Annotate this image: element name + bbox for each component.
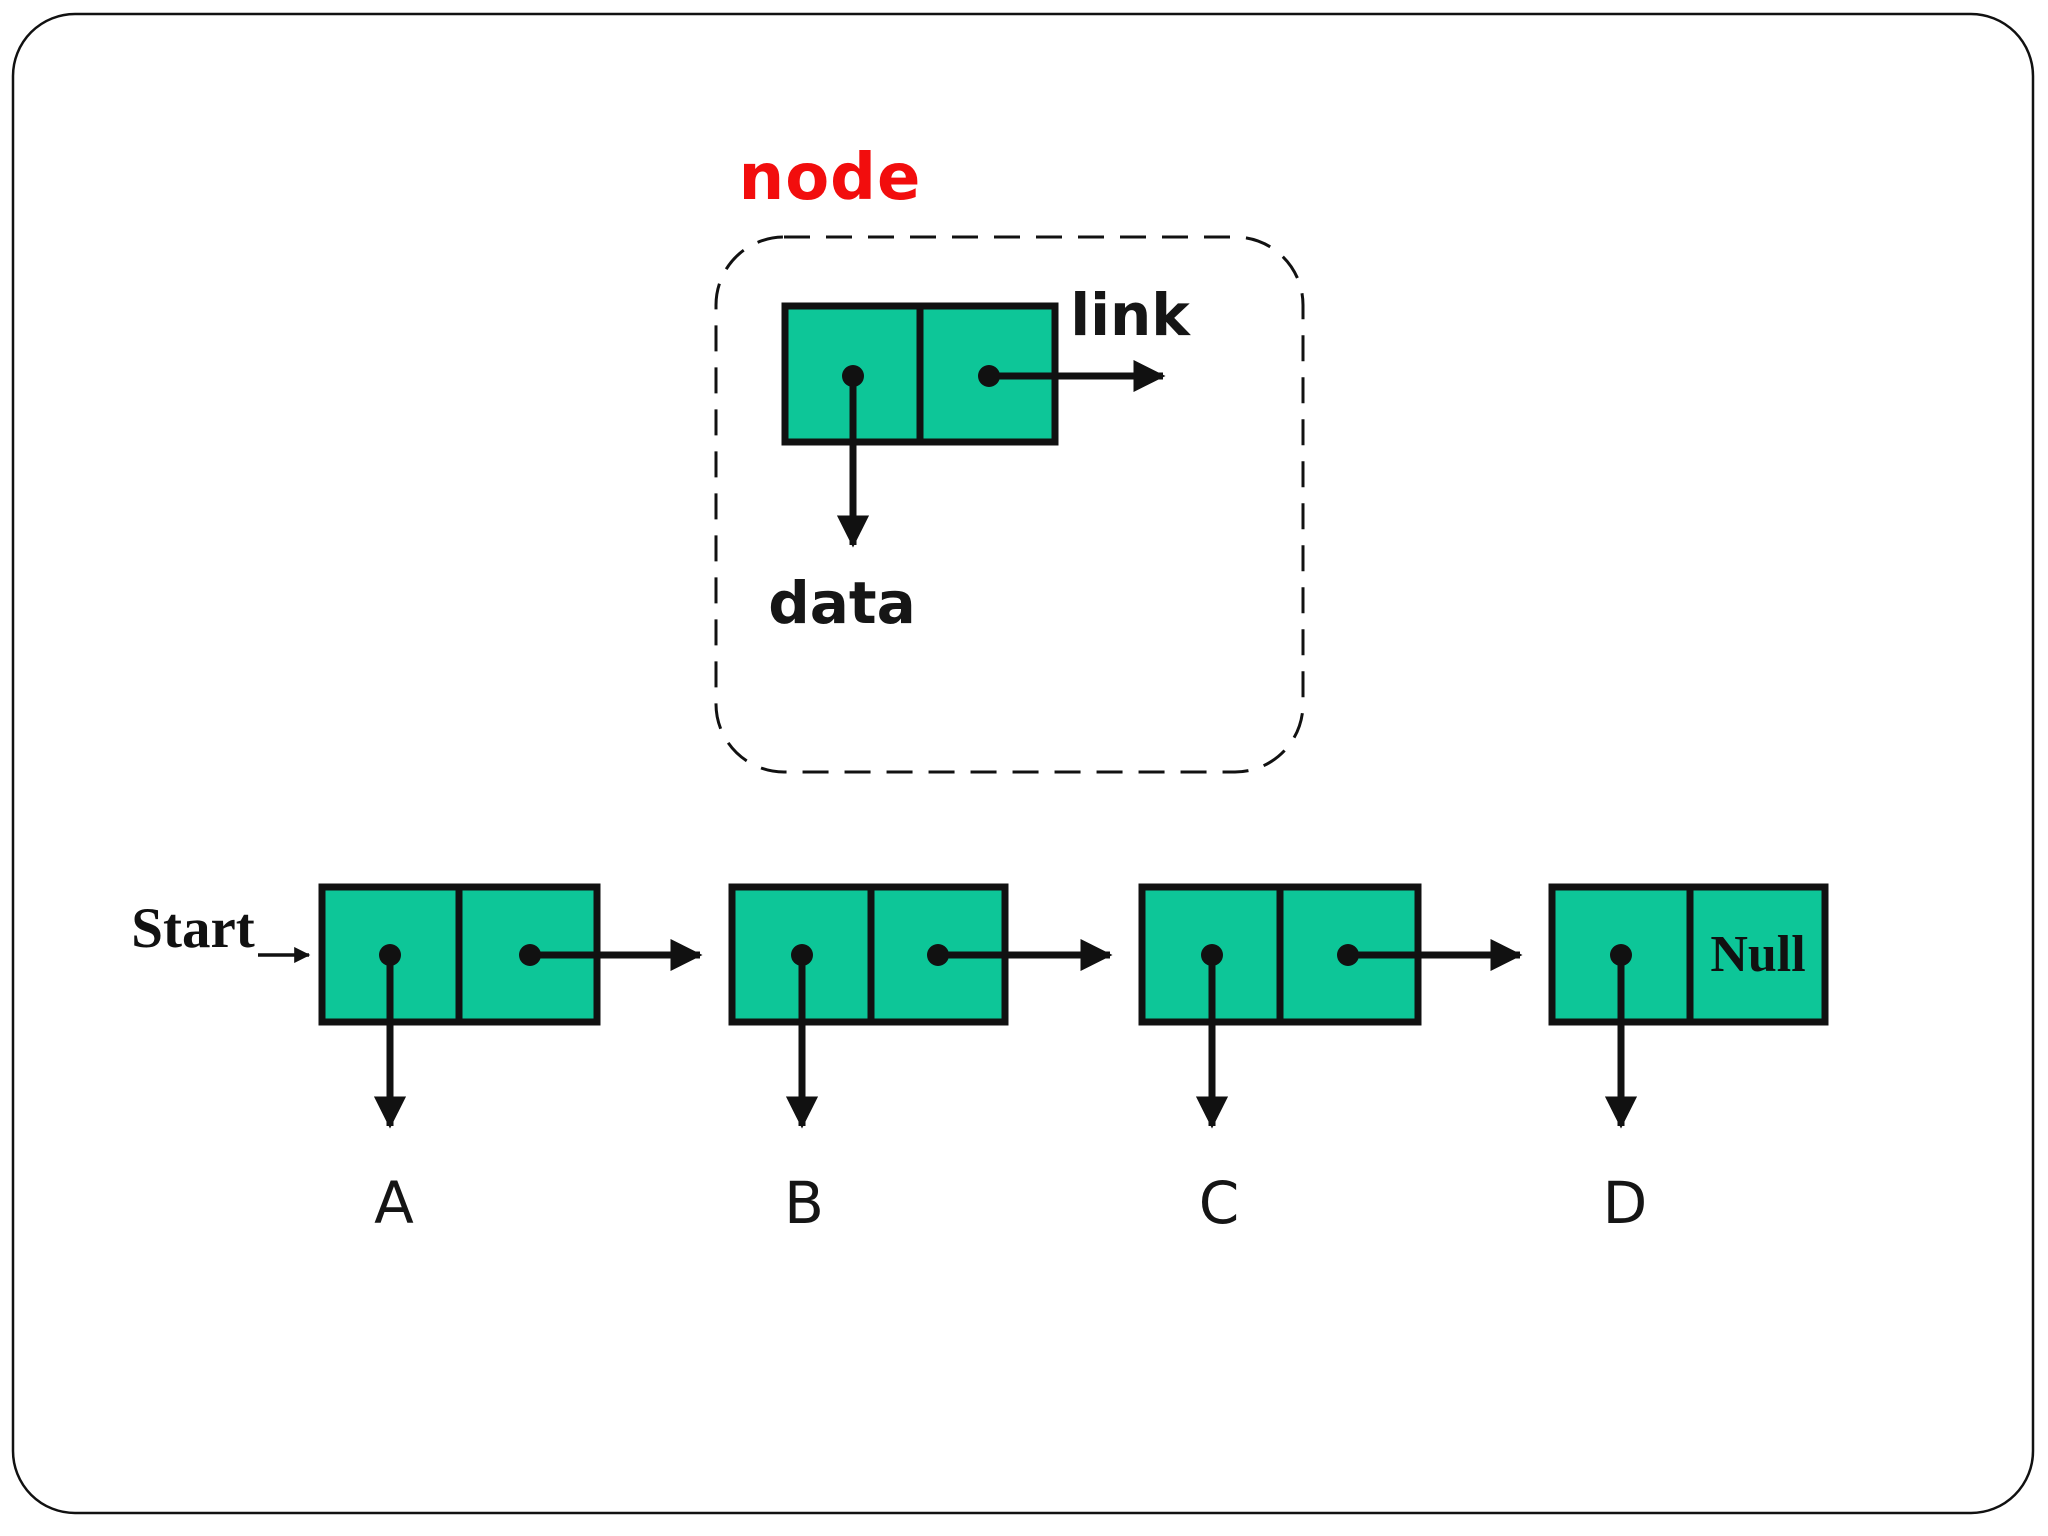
node-detail-box [781, 302, 1166, 548]
node-value-c: C [1198, 1169, 1240, 1237]
slide-border [11, 12, 2035, 1515]
data-label: data [768, 569, 916, 637]
list-node-4 [1548, 883, 1829, 1129]
list-node-3 [1138, 883, 1523, 1129]
list-node-2 [728, 883, 1113, 1129]
start-label: Start [131, 897, 255, 960]
list-node-1 [318, 883, 703, 1129]
node-heading: node [738, 141, 922, 215]
link-label: link [1070, 281, 1190, 349]
node-callout-dashed-box [714, 235, 1305, 774]
node-value-a: A [374, 1169, 414, 1237]
null-label: Null [1710, 926, 1806, 983]
node-value-b: B [784, 1169, 824, 1237]
node-value-d: D [1602, 1169, 1648, 1237]
